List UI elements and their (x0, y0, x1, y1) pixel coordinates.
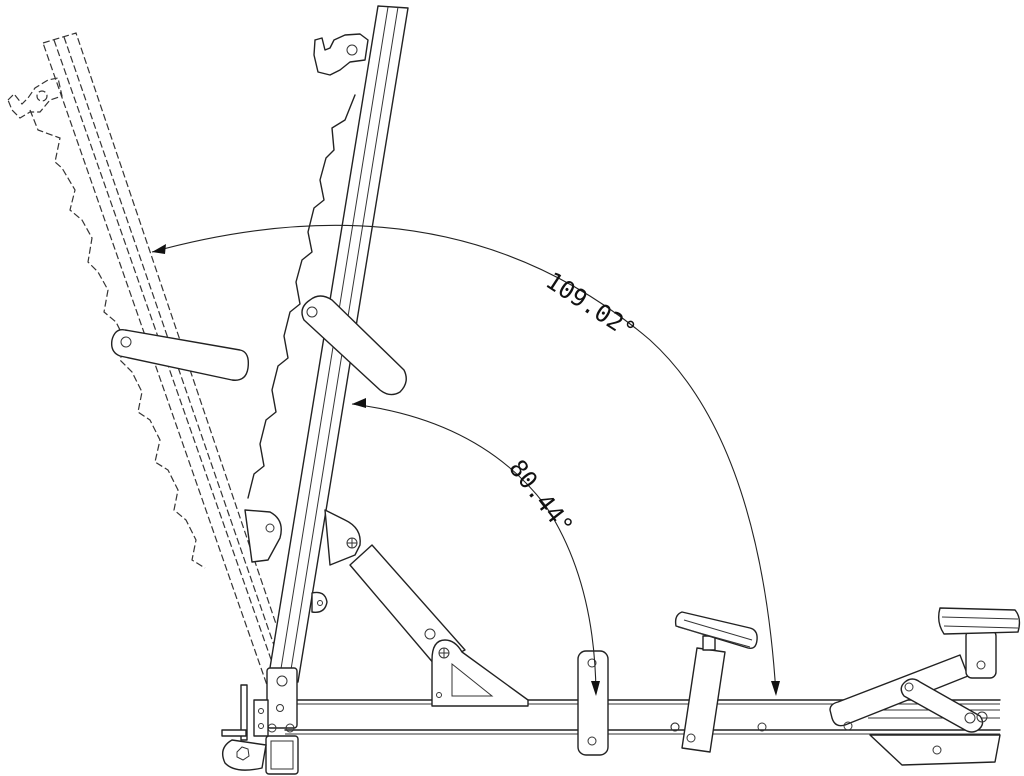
angle-dimension-80: 80.44° (351, 398, 600, 696)
front-end-assembly (221, 667, 299, 775)
support-strut (324, 509, 529, 707)
reclined-handle (110, 329, 250, 381)
rear-foot-roller (829, 607, 1021, 766)
angle-label-109: 109.02° (541, 267, 641, 346)
rail-bracket-plate (577, 650, 609, 756)
upright-handle (301, 295, 407, 396)
backrest-pivot-brackets (244, 509, 328, 613)
front-foot-roller (670, 611, 758, 753)
angle-label-80: 80.44° (503, 454, 578, 540)
